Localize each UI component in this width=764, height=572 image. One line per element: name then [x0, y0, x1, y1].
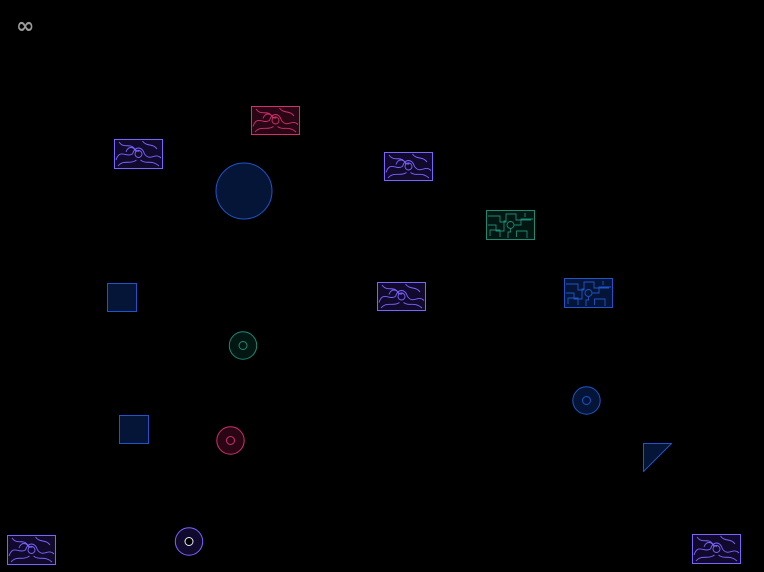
ring-token[interactable]	[572, 386, 601, 415]
ring-token[interactable]	[174, 527, 204, 556]
swirl-pattern-tile[interactable]	[384, 152, 433, 181]
ring-token[interactable]	[228, 331, 258, 360]
maze-pattern-tile[interactable]	[564, 278, 613, 308]
swirl-pattern-tile[interactable]	[692, 534, 741, 564]
swirl-pattern-tile[interactable]	[251, 106, 300, 135]
swirl-pattern-tile[interactable]	[114, 139, 163, 169]
swirl-pattern-tile[interactable]	[7, 535, 56, 565]
ring-token[interactable]	[216, 426, 245, 455]
large-circle[interactable]	[215, 162, 273, 220]
maze-pattern-tile[interactable]	[486, 210, 535, 240]
infinity-icon: ∞	[16, 14, 34, 39]
square-block[interactable]	[119, 415, 149, 444]
triangle-block[interactable]	[643, 443, 672, 472]
swirl-pattern-tile[interactable]	[377, 282, 426, 311]
square-block[interactable]	[107, 283, 137, 312]
